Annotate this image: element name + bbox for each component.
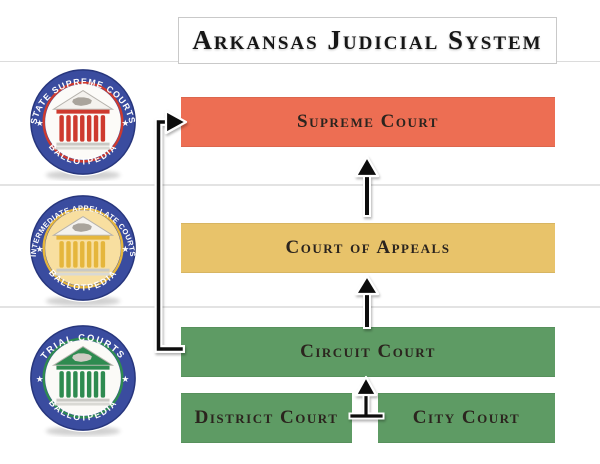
node-district-court: District Court	[181, 393, 352, 443]
badge-state-supreme-courts: ★ ★ STATE SUPREME COURTS BALLOTPEDIA	[28, 67, 138, 181]
usa-map-icon	[72, 353, 92, 362]
base-step	[56, 398, 110, 402]
base-step	[54, 146, 112, 150]
base-step	[56, 268, 110, 272]
star-icon: ★	[121, 245, 129, 255]
node-court-of-appeals: Court of Appeals	[181, 223, 555, 273]
node-supreme-court: Supreme Court	[181, 97, 555, 147]
star-icon: ★	[36, 245, 44, 255]
badge-theme-ring	[42, 337, 124, 419]
base-step	[56, 142, 110, 146]
node-circuit-court: Circuit Court	[181, 327, 555, 377]
badge-intermediate-appellate-courts: ★ ★ INTERMEDIATE APPELLATE COURTS BALLOT…	[29, 193, 138, 307]
node-label: City Court	[412, 407, 521, 428]
columns	[56, 109, 110, 142]
usa-map-icon	[72, 97, 92, 106]
courthouse-icon	[51, 345, 115, 406]
star-icon: ★	[36, 119, 44, 129]
row-divider	[0, 184, 600, 186]
base-step	[54, 402, 112, 406]
node-label: Supreme Court	[297, 111, 439, 132]
badge-trial-courts: ★ ★ TRIAL COURTS BALLOTPEDIA	[28, 323, 138, 437]
columns	[56, 235, 110, 268]
arrowhead	[354, 155, 380, 178]
page-title: Arkansas Judicial System	[192, 25, 543, 55]
arrowhead	[354, 274, 380, 296]
node-label: Circuit Court	[300, 341, 436, 362]
courthouse-icon	[51, 89, 115, 150]
usa-map-icon	[72, 223, 92, 232]
node-city-court: City Court	[378, 393, 555, 443]
star-icon: ★	[121, 375, 129, 385]
node-label: Court of Appeals	[285, 237, 451, 258]
columns	[56, 365, 110, 398]
arrow-lower-courts-to-circuit	[348, 375, 385, 420]
arrowhead	[354, 375, 378, 397]
badge-theme-ring	[42, 81, 124, 163]
star-icon: ★	[121, 119, 129, 129]
row-divider	[0, 306, 600, 308]
star-icon: ★	[36, 375, 44, 385]
node-label: District Court	[194, 407, 339, 428]
arrow-circuit-to-appeals	[354, 274, 380, 329]
base-step	[54, 272, 112, 276]
badge-theme-ring	[42, 207, 124, 289]
page-title-box: Arkansas Judicial System	[178, 17, 557, 64]
courthouse-icon	[51, 215, 115, 276]
